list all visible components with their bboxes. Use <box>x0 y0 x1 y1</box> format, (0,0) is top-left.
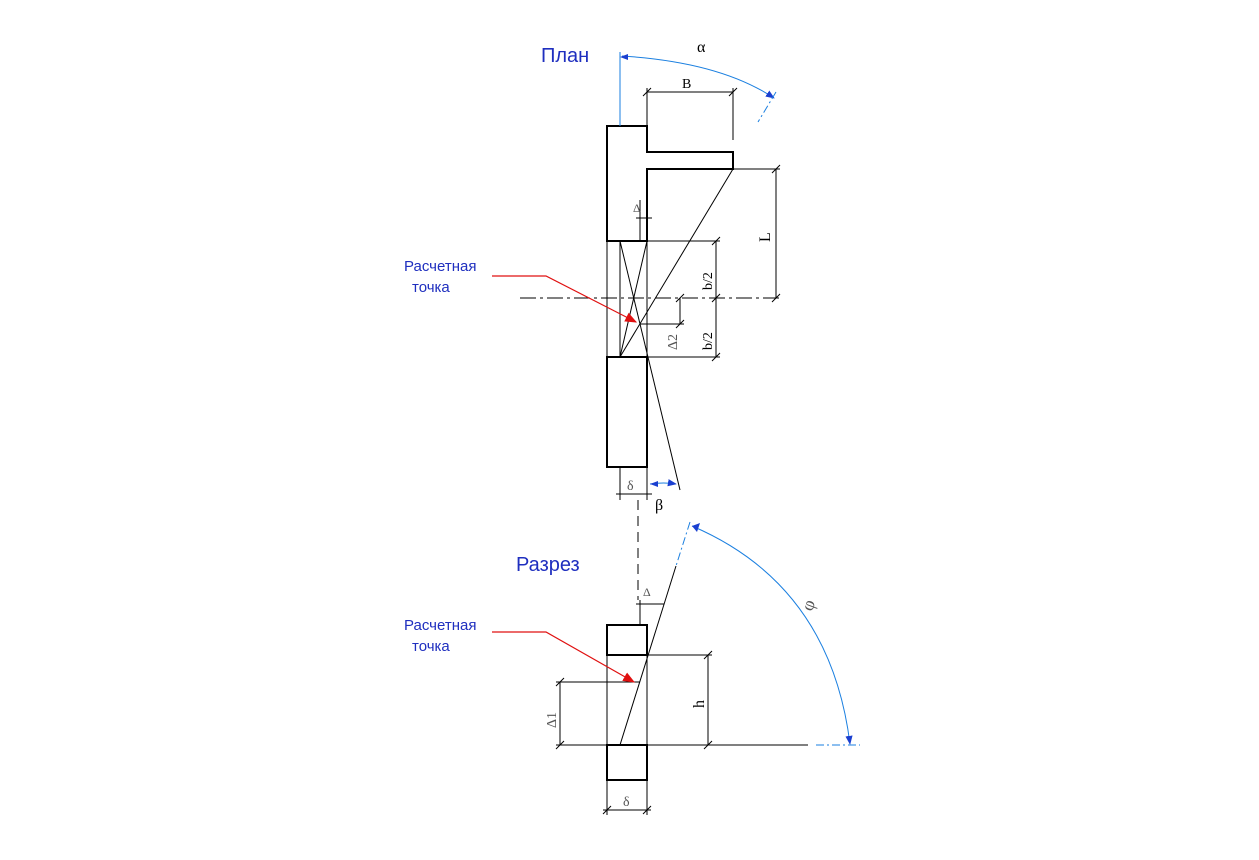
section-view: Разрез φ Δ h Δ1 δ Расчетная точка <box>404 521 860 815</box>
phi-label: φ <box>797 597 819 614</box>
section-calc-point-pointer <box>492 631 636 683</box>
dim-delta-plan-label: δ <box>627 479 634 494</box>
plan-view: План α B L b/2 b/2 Δ2 Δ δ β Расчетная то… <box>404 39 781 514</box>
plan-wall-bottom <box>606 356 648 468</box>
dim-delta1-label: Δ1 <box>545 712 560 728</box>
dim-L-label: L <box>757 232 774 242</box>
plan-sight-line-1 <box>619 168 734 358</box>
dim-B-label: B <box>682 77 691 92</box>
plan-sight-line-3 <box>619 240 648 358</box>
dim-b-top-label: b/2 <box>701 272 716 290</box>
dim-delta-section-label: Δ <box>643 585 651 599</box>
plan-sight-line-2 <box>619 240 681 491</box>
section-sight-extension <box>675 521 691 567</box>
plan-calc-point-label-2: точка <box>412 279 450 296</box>
section-lintel <box>606 624 648 656</box>
phi-arc <box>691 525 853 745</box>
dim-delta-section-bottom-label: δ <box>623 795 630 810</box>
dim-delta-top-label: Δ <box>633 201 641 215</box>
section-calc-point-label-1: Расчетная <box>404 617 476 634</box>
dim-delta2-label: Δ2 <box>666 334 681 350</box>
section-calc-point-label-2: точка <box>412 638 450 655</box>
plan-calc-point-pointer <box>492 275 638 323</box>
plan-wall-top <box>606 125 734 242</box>
beta-label: β <box>655 497 663 514</box>
plan-title: План <box>541 45 589 67</box>
plan-calc-point-label-1: Расчетная <box>404 258 476 275</box>
alpha-label: α <box>697 39 706 56</box>
plan-sight-extension <box>757 91 777 123</box>
dim-h-label: h <box>691 700 708 708</box>
dim-b-bottom-label: b/2 <box>701 332 716 350</box>
alpha-arc <box>621 55 775 99</box>
section-title: Разрез <box>516 554 580 576</box>
section-sill <box>606 744 648 781</box>
alpha-arrow-start <box>620 54 628 60</box>
